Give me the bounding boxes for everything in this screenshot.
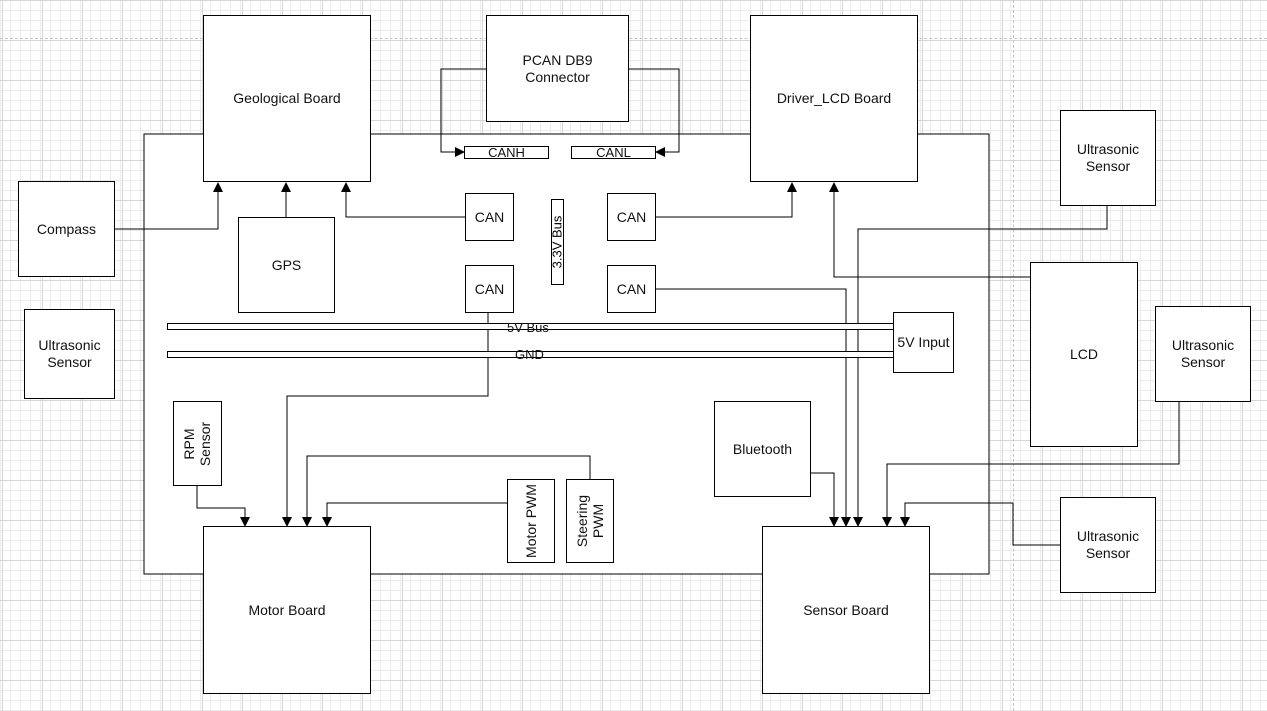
wire-steering-motor [302, 455, 591, 527]
driver-lcd-board[interactable]: Driver_LCD Board [750, 15, 918, 182]
wire-us-bottom-sensor [900, 502, 1060, 546]
wire-pcan-canl [628, 68, 680, 157]
ultrasonic-sensor-left[interactable]: Ultrasonic Sensor [24, 309, 115, 399]
ultrasonic-sensor-bottom-right[interactable]: Ultrasonic Sensor [1060, 497, 1156, 593]
bus-5v-label: 5V Bus [507, 320, 549, 335]
rpm-sensor[interactable]: RPM Sensor [173, 401, 222, 486]
wire-bluetooth-sensor [810, 472, 839, 527]
rpm-sensor-label: RPM Sensor [181, 421, 214, 466]
wire-compass-geological [114, 182, 223, 230]
compass-module[interactable]: Compass [18, 181, 115, 277]
sensor-board[interactable]: Sensor Board [762, 526, 930, 694]
ultrasonic-sensor-middle-right[interactable]: Ultrasonic Sensor [1155, 306, 1251, 402]
canl-terminal[interactable]: CANL [571, 146, 656, 159]
canh-terminal[interactable]: CANH [464, 146, 549, 159]
steering-pwm-module[interactable]: Steering PWM [566, 479, 614, 563]
wire-motorpwm-motor [322, 502, 507, 527]
wire-us-mid-sensor [882, 402, 1180, 527]
wire-lcd-driver [829, 182, 1031, 278]
wire-us-top-sensor [853, 205, 1108, 527]
wire-can-driver [656, 182, 797, 218]
motor-board[interactable]: Motor Board [203, 526, 371, 694]
ultrasonic-sensor-top-right[interactable]: Ultrasonic Sensor [1060, 110, 1156, 206]
gps-module[interactable]: GPS [238, 217, 335, 313]
motor-pwm-module[interactable]: Motor PWM [507, 479, 555, 563]
lcd-display[interactable]: LCD [1030, 262, 1138, 447]
bus-3v3[interactable]: 3.3V Bus [549, 199, 565, 285]
input-5v[interactable]: 5V Input [893, 312, 954, 373]
wire-can-sensor [656, 288, 851, 527]
wire-can-geological [341, 182, 465, 218]
can-transceiver-bottom-right[interactable]: CAN [607, 265, 656, 313]
gnd-label: GND [515, 347, 544, 362]
wire-pcan-canh [440, 68, 486, 157]
can-transceiver-top-left[interactable]: CAN [465, 193, 514, 241]
bus-3v3-label: 3.3V Bus [549, 215, 565, 269]
can-transceiver-bottom-left[interactable]: CAN [465, 265, 514, 313]
wire-rpm-motor [196, 485, 250, 527]
bluetooth-module[interactable]: Bluetooth [714, 401, 811, 497]
motor-pwm-label: Motor PWM [523, 484, 540, 558]
geological-board[interactable]: Geological Board [203, 15, 371, 182]
can-transceiver-top-right[interactable]: CAN [607, 193, 656, 241]
steering-pwm-label: Steering PWM [574, 494, 606, 548]
pcan-db9-connector[interactable]: PCAN DB9 Connector [486, 15, 629, 122]
